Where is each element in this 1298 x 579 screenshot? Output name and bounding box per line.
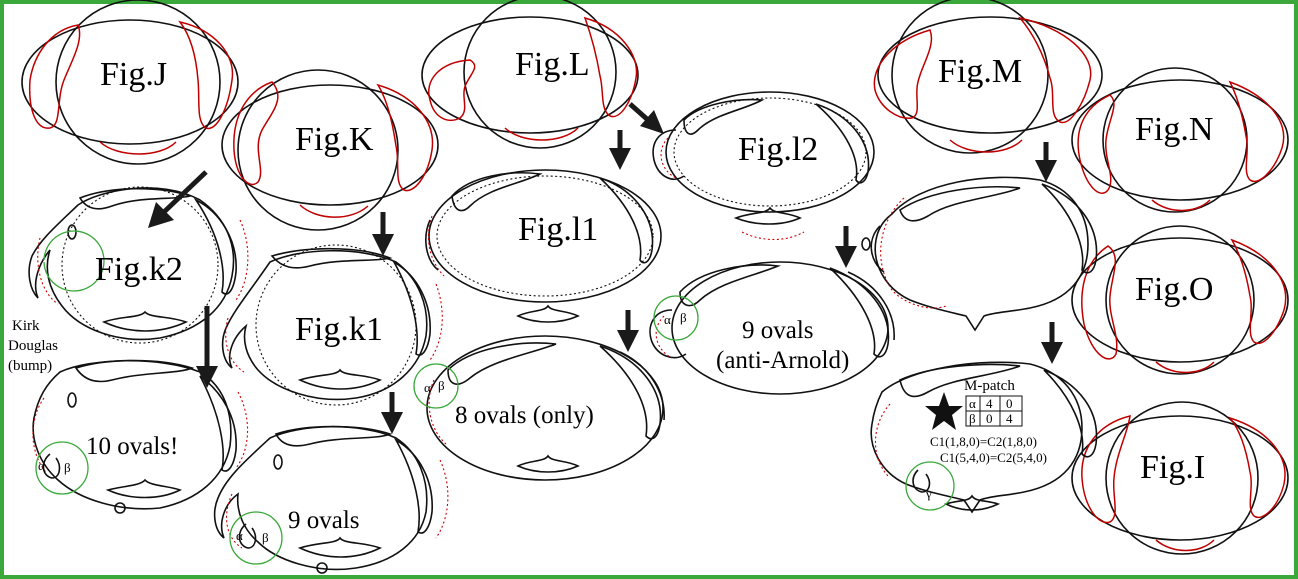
- alpha-10: α: [38, 458, 45, 473]
- arrow-l-to-l2: [628, 102, 664, 134]
- arrow-k1-to-9: [381, 392, 403, 434]
- fig-k-label: Fig.K: [295, 121, 374, 158]
- nine-ovals-k-group: α β 9 ovals: [213, 425, 449, 574]
- eight-ovals-caption: 8 ovals (only): [455, 402, 594, 429]
- fig-k1-group: Fig.k1: [221, 244, 443, 406]
- mpatch-title: M-patch: [964, 378, 1015, 394]
- nine-ovals-k-caption: 9 ovals: [288, 507, 360, 534]
- ten-ovals-group: α β 10 ovals!: [32, 359, 249, 514]
- mpatch-row1-head: α: [969, 396, 976, 411]
- fig-l2-group: Fig.l2: [652, 91, 875, 240]
- mpatch-row1-c1: 4: [986, 396, 993, 411]
- mpatch-group: γ M-patch α 4 0 β 0 4 C1(1,8,0)=C2(1,8,0…: [870, 361, 1098, 514]
- fig-k-group: Fig.K: [221, 69, 439, 231]
- arrows: [148, 102, 1063, 434]
- arrow-k-to-k1: [372, 212, 394, 256]
- beta-9a: β: [680, 310, 687, 325]
- m-step2-group: [861, 176, 1098, 332]
- fig-j-group: Fig.J: [21, 0, 239, 165]
- mpatch-row2-c2: 4: [1006, 411, 1013, 426]
- fig-o-label: Fig.O: [1135, 271, 1213, 308]
- beta-9k: β: [262, 530, 269, 545]
- arrow-k2-to-10: [196, 306, 218, 388]
- kirk-caption-line1: Kirk: [12, 318, 40, 334]
- fig-l-label: Fig.L: [515, 46, 590, 83]
- mpatch-row2-head: β: [969, 411, 976, 426]
- kirk-caption-line3: (bump): [8, 358, 52, 374]
- alpha-9k: α: [236, 528, 243, 543]
- nine-ovals-anti-caption-2: (anti-Arnold): [716, 347, 849, 374]
- mpatch-eq2: C1(5,4,0)=C2(5,4,0): [940, 450, 1047, 465]
- gamma-mpatch: γ: [925, 486, 932, 501]
- fig-m-label: Fig.M: [938, 53, 1022, 90]
- fig-k2-label: Fig.k2: [95, 251, 183, 288]
- arrow-m-to-step2: [1035, 142, 1057, 182]
- mpatch-row1-c2: 0: [1006, 396, 1013, 411]
- fig-l-group: Fig.L: [421, 0, 639, 149]
- fig-n-group: Fig.N: [1071, 67, 1289, 213]
- fig-k2-group: Fig.k2: [28, 186, 249, 344]
- fig-o-group: Fig.O: [1071, 225, 1289, 375]
- nine-ovals-anti-group: α β 9 ovals (anti-Arnold): [649, 261, 895, 395]
- fig-n-label: Fig.N: [1135, 111, 1213, 148]
- mpatch-row2-c1: 0: [986, 411, 993, 426]
- fig-m-group: Fig.M: [873, 0, 1103, 154]
- fig-k1-label: Fig.k1: [295, 311, 383, 348]
- fig-i-group: Fig.I: [1071, 401, 1289, 555]
- beta-10: β: [64, 460, 71, 475]
- eight-ovals-group: α β 8 ovals (only): [413, 335, 665, 481]
- arrow-l2-to-9a: [835, 226, 857, 268]
- fig-l1-group: Fig.l1: [425, 169, 662, 323]
- fig-i-label: Fig.I: [1140, 449, 1205, 486]
- fig-j-label: Fig.J: [100, 56, 167, 93]
- fig-l1-label: Fig.l1: [518, 211, 598, 248]
- arrow-k-to-k2: [148, 170, 208, 228]
- alpha-8: α: [424, 380, 431, 395]
- arrow-l1-to-8: [617, 310, 639, 352]
- arrow-l-to-l1: [609, 130, 631, 170]
- alpha-9a: α: [664, 312, 671, 327]
- star-icon: [925, 392, 963, 430]
- nine-ovals-anti-caption-1: 9 ovals: [742, 317, 814, 344]
- arrow-step2-to-mpatch: [1041, 322, 1063, 364]
- ten-ovals-caption: 10 ovals!: [86, 433, 178, 460]
- beta-8: β: [438, 378, 445, 393]
- kirk-caption-line2: Douglas: [8, 338, 58, 354]
- mpatch-eq1: C1(1,8,0)=C2(1,8,0): [930, 434, 1037, 449]
- fig-l2-label: Fig.l2: [738, 131, 818, 168]
